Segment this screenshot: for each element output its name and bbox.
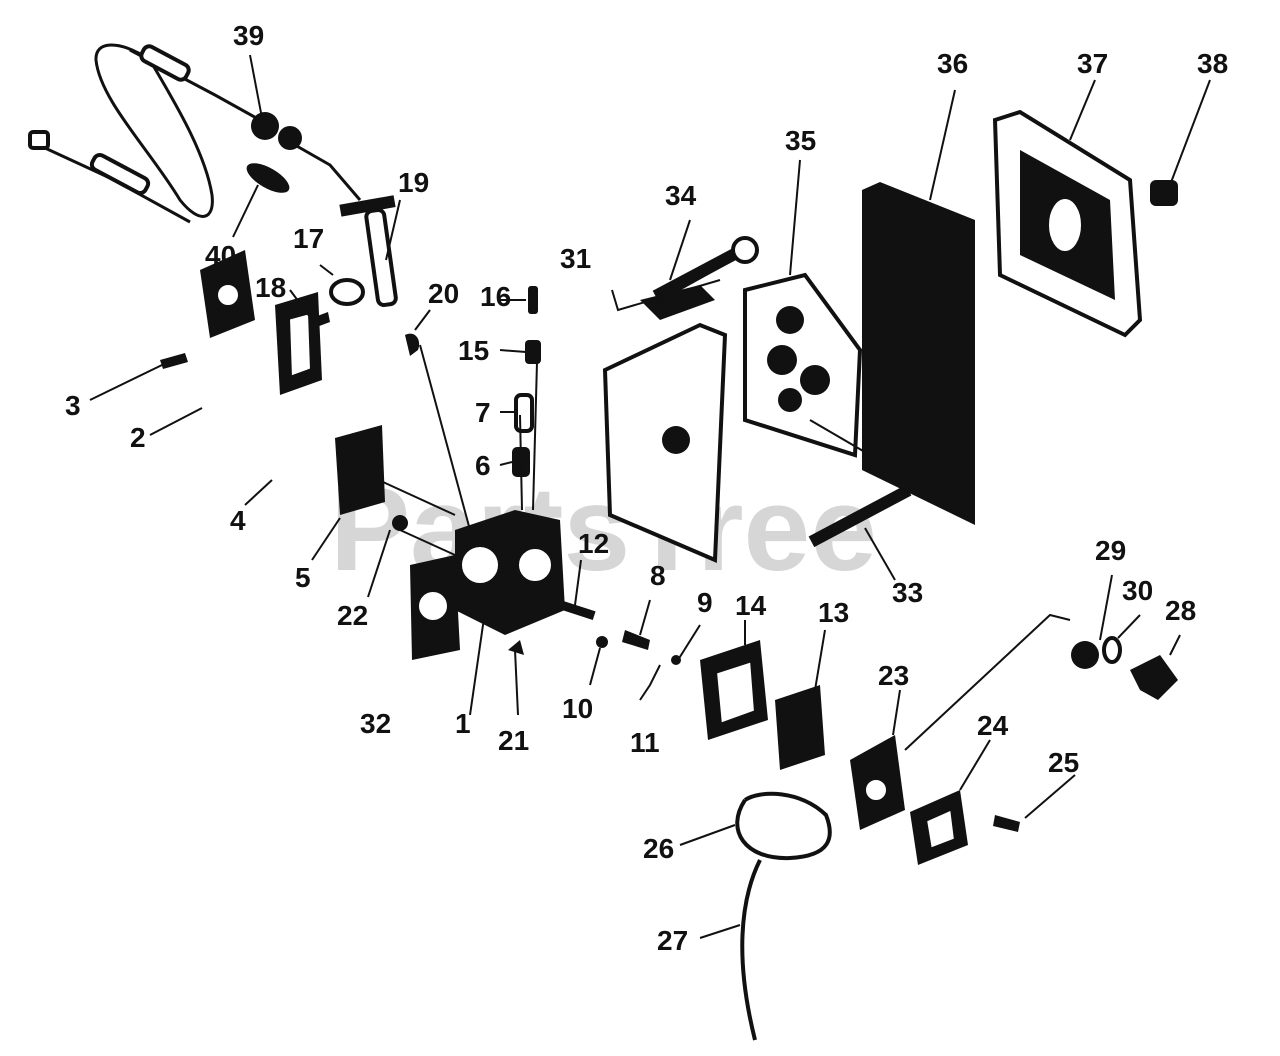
callout-8: 8 [650,560,666,591]
callout-35: 35 [785,125,816,156]
part-28-primer [1130,655,1178,700]
callout-33: 33 [892,577,923,608]
part-10-spring [596,636,608,648]
callout-20: 20 [428,278,459,309]
callout-13: 13 [818,597,849,628]
part-26-fuel-line [735,791,832,861]
callout-37: 37 [1077,48,1108,79]
callout-28: 28 [1165,595,1196,626]
callout-14: 14 [735,590,767,621]
callout-6: 6 [475,450,491,481]
part-36-air-filter [862,182,975,525]
part-27-fuel-line [740,859,762,1041]
leader-lines [89,54,1211,939]
callout-32: 32 [360,708,391,739]
part-35-filter-screen [743,272,863,458]
callout-16: 16 [480,281,511,312]
part-38-knob [1150,180,1178,206]
callout-38: 38 [1197,48,1228,79]
callout-26: 26 [643,833,674,864]
part-13-membrane [775,685,825,770]
callout-29: 29 [1095,535,1126,566]
part-29-nut [1071,641,1099,669]
callout-19: 19 [398,167,429,198]
callout-4: 4 [230,505,246,536]
part-33-bolt [808,484,912,548]
callout-5: 5 [295,562,311,593]
part-21-fitting [508,640,524,655]
part-20-clip [405,333,420,356]
part-37-air-cover [992,109,1143,338]
callout-7: 7 [475,397,491,428]
callout-10: 10 [562,693,593,724]
part-22-plug [392,515,408,531]
callout-21: 21 [498,725,529,756]
callout-18: 18 [255,272,286,303]
part-8-arm [622,630,650,650]
callout-34: 34 [665,180,697,211]
part-5-diaphragm [335,425,385,515]
callout-9: 9 [697,587,713,618]
callout-25: 25 [1048,747,1079,778]
callout-39: 39 [233,20,264,51]
callout-24: 24 [977,710,1009,741]
callout-27: 27 [657,925,688,956]
callout-36: 36 [937,48,968,79]
callout-40: 40 [205,240,236,271]
callout-11: 11 [630,727,660,758]
callout-12: 12 [578,528,609,559]
part-15-spring [525,340,541,364]
callout-15: 15 [458,335,489,366]
part-12-pin [554,599,596,620]
part-1-carburetor-body [455,510,565,635]
part-25-screw [993,815,1020,832]
part-17-washer [329,278,365,306]
part-30-ring [1102,636,1122,664]
part-3-screw [160,353,188,369]
callout-2: 2 [130,422,146,453]
part-19-shaft [364,207,398,308]
throttle-cable-assembly [28,43,396,224]
callout-22: 22 [337,600,368,631]
callout-1: 1 [455,708,471,739]
callout-30: 30 [1122,575,1153,606]
callout-17: 17 [293,223,324,254]
callout-23: 23 [878,660,909,691]
part-9-11-clip [639,664,661,701]
part-7-needle [514,393,534,433]
part-16-screw [528,286,538,314]
part-31-mounting-plate [602,285,728,563]
callout-31: 31 [560,243,591,274]
callout-3: 3 [65,390,81,421]
